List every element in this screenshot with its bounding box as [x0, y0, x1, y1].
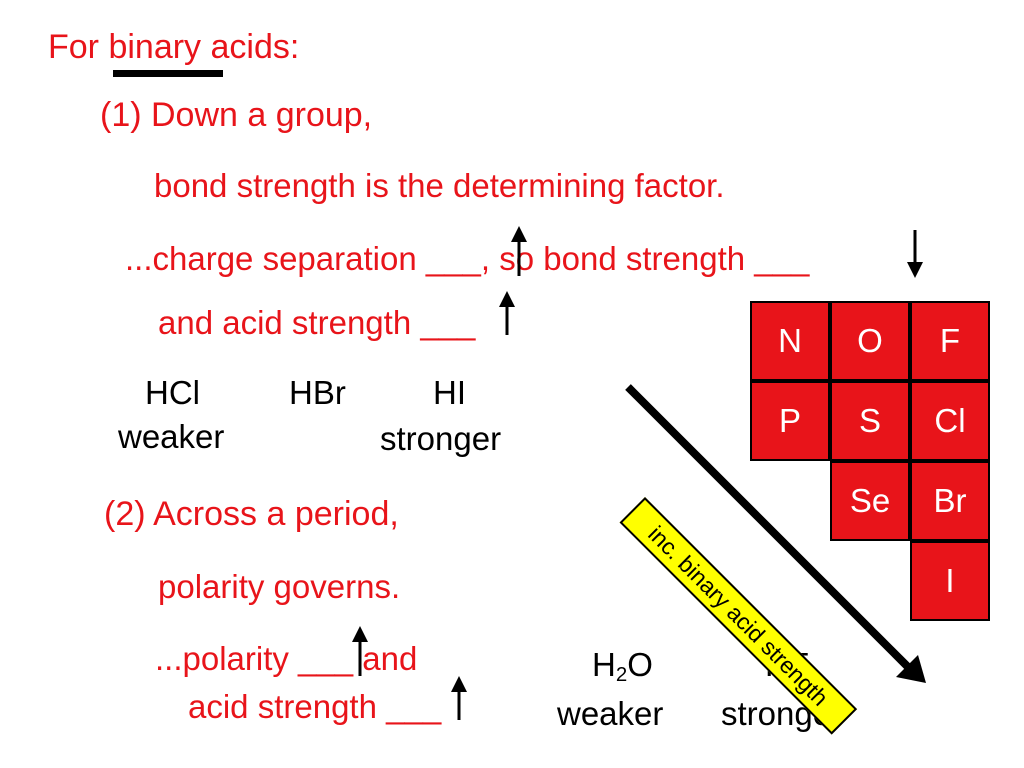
section2-line2: ...polarity ___ and — [155, 640, 418, 677]
section2-line1: polarity governs. — [158, 568, 401, 605]
example-h2o: H2O — [592, 648, 653, 686]
up-arrow-icon — [499, 291, 515, 335]
element-cell: N — [750, 301, 830, 381]
up-arrow-icon — [511, 226, 527, 276]
example-weaker-label: weaker — [118, 418, 225, 455]
heading-keyword: binary — [108, 28, 202, 66]
example-stronger-label: stronger — [380, 420, 502, 457]
element-cell: I — [910, 541, 990, 621]
example-hcl: HCl — [145, 374, 200, 411]
heading-prefix: For — [48, 28, 109, 66]
heading: For binary acids: — [48, 30, 299, 64]
section2-title: (2) Across a period, — [104, 495, 399, 533]
example-hi: HI — [433, 374, 466, 411]
element-cell: Cl — [910, 381, 990, 461]
section1-line2: ...charge separation ___, so bond streng… — [125, 242, 809, 275]
element-cell: O — [830, 301, 910, 381]
section1-line3: and acid strength ___ — [158, 304, 476, 341]
up-arrow-icon — [451, 676, 467, 720]
up-arrow-icon — [352, 626, 368, 676]
element-cell: Se — [830, 461, 910, 541]
h2o-h: H — [592, 646, 616, 683]
down-arrow-icon — [907, 230, 923, 278]
bond-strength-text: , so bond strength ___ — [480, 240, 810, 277]
example2-weaker-label: weaker — [557, 695, 664, 732]
h2o-subscript: 2 — [615, 663, 628, 687]
element-cell: S — [830, 381, 910, 461]
section1-line1: bond strength is the determining factor. — [154, 167, 725, 204]
keyword-underline — [113, 70, 223, 77]
section1-title: (1) Down a group, — [100, 96, 373, 134]
heading-suffix: acids: — [201, 28, 300, 66]
example-hbr: HBr — [289, 374, 346, 411]
section2-line3: acid strength ___ — [188, 688, 442, 725]
element-cell: Br — [910, 461, 990, 541]
element-cell: F — [910, 301, 990, 381]
charge-separation-text: ...charge separation ___ — [125, 240, 481, 277]
element-cell: P — [750, 381, 830, 461]
h2o-o: O — [627, 646, 653, 683]
